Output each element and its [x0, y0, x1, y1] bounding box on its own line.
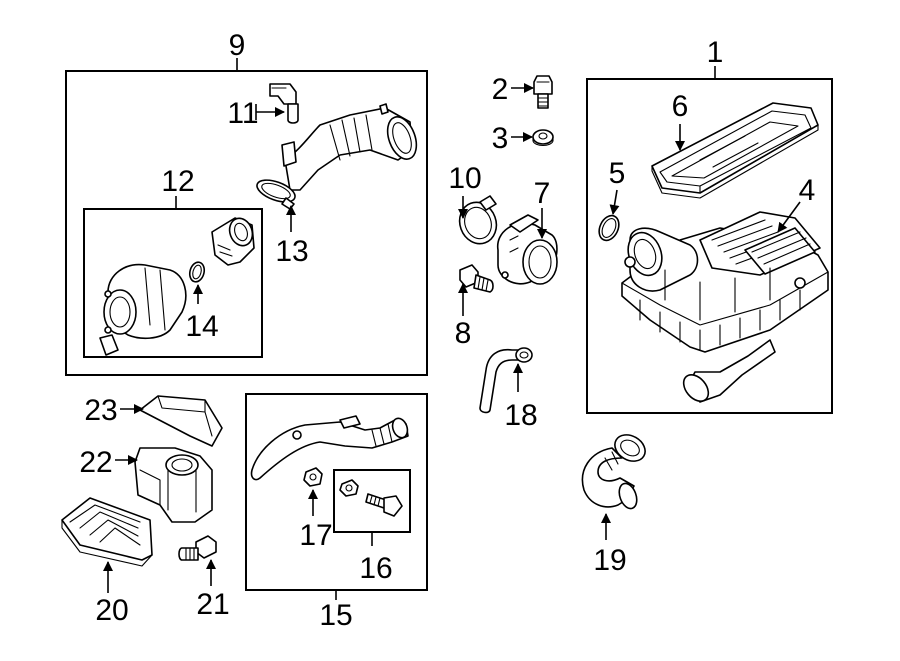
bolt-16a [339, 479, 359, 497]
callout-6: 6 [672, 90, 689, 123]
callout-5: 5 [609, 157, 626, 190]
callout-2: 2 [492, 73, 509, 106]
group-box-9 [65, 70, 428, 376]
air-intake-housing-22 [134, 447, 213, 523]
callout-11: 11 [227, 97, 258, 130]
clamp-10 [458, 195, 498, 245]
bolt-21 [178, 535, 217, 561]
callout-8: 8 [455, 317, 472, 350]
bolt-2 [533, 75, 553, 109]
air-guide-20 [61, 497, 153, 567]
callout-23: 23 [84, 394, 117, 427]
callout-16: 16 [359, 552, 392, 585]
callout-14: 14 [185, 310, 218, 343]
resonator-housing [99, 263, 187, 356]
callout-numbers: 1 2 3 4 5 6 7 8 9 10 11 12 13 14 15 16 1… [79, 29, 815, 632]
air-tube-15 [250, 415, 409, 481]
callout-21: 21 [196, 588, 229, 621]
duct-cover-23 [139, 395, 223, 447]
mass-air-flow-sensor [497, 214, 558, 285]
seal-ring [598, 214, 620, 242]
callout-leaders [103, 83, 801, 593]
bolt-16b [365, 493, 403, 517]
o-ring-14 [188, 261, 206, 283]
callout-3: 3 [492, 122, 509, 155]
throttle-adapter [211, 217, 255, 266]
callout-12: 12 [161, 165, 194, 198]
callout-20: 20 [95, 594, 128, 627]
grommet-17 [303, 467, 323, 487]
air-cleaner-assembly [621, 211, 829, 403]
inlet-duct-19 [581, 434, 646, 510]
breather-hose [479, 347, 533, 414]
group-box-12 [83, 208, 263, 358]
air-filter-element [651, 102, 819, 199]
callout-22: 22 [79, 446, 112, 479]
callout-18: 18 [504, 399, 537, 432]
intake-tube [281, 103, 418, 191]
callout-13: 13 [275, 235, 308, 268]
callout-9: 9 [229, 29, 246, 62]
bolt-8 [459, 264, 494, 293]
callout-17: 17 [299, 519, 332, 552]
callout-15: 15 [319, 599, 352, 632]
callout-7: 7 [534, 177, 551, 210]
washer-3 [532, 129, 554, 147]
callout-10: 10 [448, 162, 481, 195]
callout-19: 19 [593, 544, 626, 577]
sensor-11 [269, 83, 299, 124]
group-box-1 [586, 78, 833, 414]
callout-4: 4 [799, 174, 816, 207]
callout-1: 1 [707, 36, 724, 69]
